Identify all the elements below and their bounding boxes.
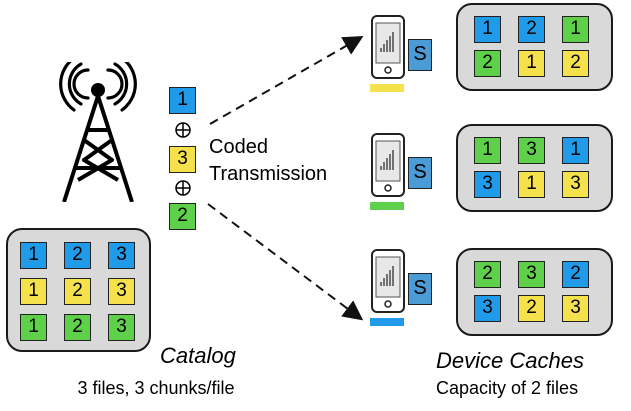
cache-chunk: 2 xyxy=(474,261,501,288)
user-color-bar xyxy=(370,318,404,326)
cache-chunk: 3 xyxy=(518,261,545,288)
device-badge: S xyxy=(408,273,432,305)
xor-operator-icon xyxy=(175,180,191,196)
catalog-chunk: 1 xyxy=(20,278,47,305)
cache-chunk: 3 xyxy=(474,171,501,198)
arrow-to-device-1 xyxy=(209,36,364,125)
transmission-packet: 1 xyxy=(169,87,196,114)
cache-chunk: 1 xyxy=(518,50,545,77)
device-caches-sublabel: Capacity of 2 files xyxy=(436,378,579,398)
cache-chunk: 3 xyxy=(562,295,589,322)
catalog-chunk: 1 xyxy=(20,242,47,269)
transmission-label-line1: Coded xyxy=(209,136,268,158)
cell-tower-icon xyxy=(59,62,137,202)
cache-chunk: 1 xyxy=(518,171,545,198)
cache-chunk: 1 xyxy=(562,16,589,43)
smartphone-icon xyxy=(371,15,405,79)
xor-operator-icon xyxy=(175,122,191,138)
cache-chunk: 2 xyxy=(562,261,589,288)
transmission-label-line2: Transmission xyxy=(209,163,328,185)
user-color-bar xyxy=(370,202,404,210)
catalog-sublabel: 3 files, 3 chunks/file xyxy=(77,378,235,398)
catalog-chunk: 2 xyxy=(64,314,91,341)
cache-chunk: 3 xyxy=(562,171,589,198)
catalog-chunk: 3 xyxy=(108,278,135,305)
cache-chunk: 2 xyxy=(518,16,545,43)
cache-chunk: 3 xyxy=(474,295,501,322)
catalog-chunk: 1 xyxy=(20,314,47,341)
device-caches-label: Device Caches xyxy=(436,348,584,373)
user-color-bar xyxy=(370,84,404,92)
catalog-chunk: 3 xyxy=(108,242,135,269)
catalog-chunk: 3 xyxy=(108,314,135,341)
smartphone-icon xyxy=(371,133,405,197)
device-badge: S xyxy=(408,39,432,71)
cache-chunk: 2 xyxy=(474,50,501,77)
device-badge: S xyxy=(408,157,432,189)
cache-chunk: 1 xyxy=(562,137,589,164)
arrow-to-device-3 xyxy=(207,203,364,321)
cache-chunk: 1 xyxy=(474,16,501,43)
cache-chunk: 1 xyxy=(474,137,501,164)
catalog-chunk: 2 xyxy=(64,242,91,269)
smartphone-icon xyxy=(371,249,405,313)
transmission-packet: 3 xyxy=(169,146,196,173)
cache-chunk: 3 xyxy=(518,137,545,164)
cache-chunk: 2 xyxy=(562,50,589,77)
transmission-packet: 2 xyxy=(169,203,196,230)
catalog-chunk: 2 xyxy=(64,278,91,305)
cache-chunk: 2 xyxy=(518,295,545,322)
catalog-label: Catalog xyxy=(160,343,236,368)
